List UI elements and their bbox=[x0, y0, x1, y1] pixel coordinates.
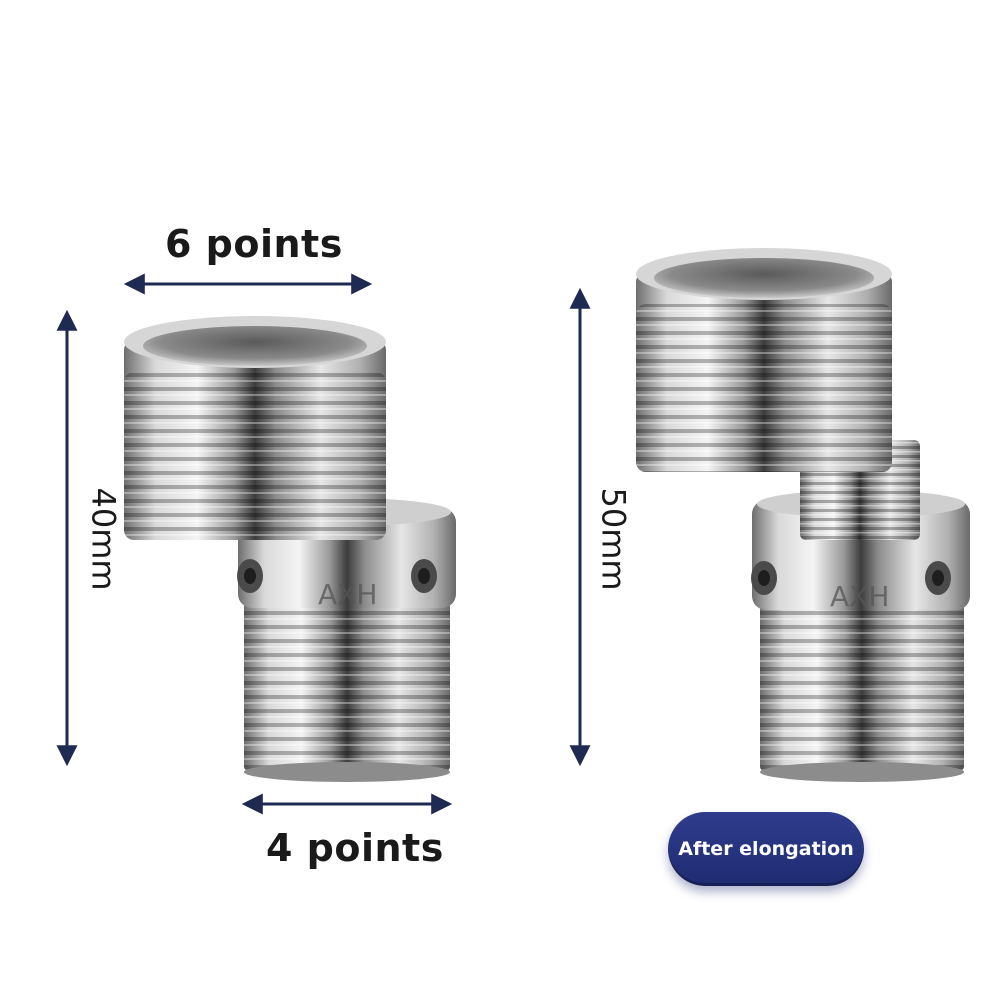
engraving-right: AXH bbox=[830, 580, 889, 613]
hex-socket-screw-icon bbox=[751, 561, 777, 595]
hex-socket-screw-icon bbox=[237, 559, 263, 593]
left-height-label: 40mm bbox=[84, 487, 123, 591]
right-height-label: 50mm bbox=[594, 487, 633, 591]
fitting-left: AXH bbox=[124, 316, 456, 782]
hex-socket-screw-icon bbox=[925, 561, 951, 595]
bottom-width-label: 4 points bbox=[266, 826, 444, 870]
after-elongation-badge: After elongation bbox=[668, 812, 864, 886]
engraving-left: AXH bbox=[318, 578, 377, 611]
fitting-right: AXH bbox=[636, 248, 970, 782]
top-width-label: 6 points bbox=[165, 222, 343, 266]
hex-socket-screw-icon bbox=[411, 559, 437, 593]
